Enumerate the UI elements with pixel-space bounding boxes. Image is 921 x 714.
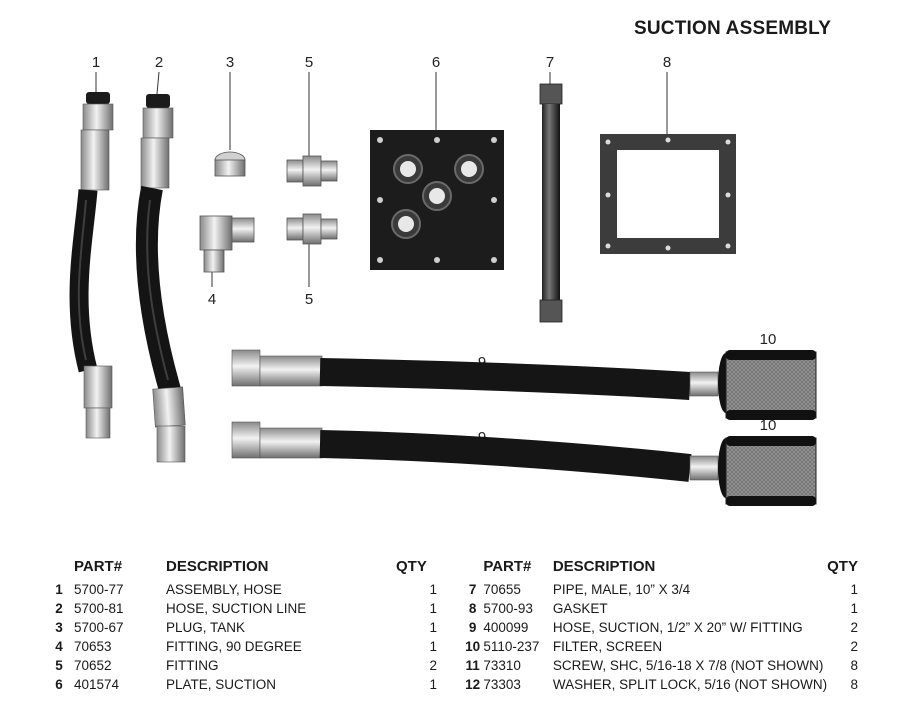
callout-2: 2	[155, 54, 163, 71]
part-number: 5700-93	[483, 601, 533, 616]
suction-hose-part-9-top	[231, 349, 719, 400]
part-description: PLUG, TANK	[166, 620, 246, 635]
item-number: 12	[465, 677, 481, 692]
fitting-part-5-bottom	[286, 213, 338, 245]
header-description: DESCRIPTION	[552, 557, 656, 575]
item-number: 1	[55, 582, 63, 597]
table-row: 2 5700-81 HOSE, SUCTION LINE 1	[44, 599, 437, 618]
item-number: 10	[465, 639, 481, 654]
fitting-90-degree-part-4	[199, 215, 255, 273]
screen-filter-part-10-top	[718, 350, 817, 420]
table-row: 8 5700-93 GASKET 1	[462, 599, 858, 618]
parts-table-left: PART# DESCRIPTION QTY 1 5700-77 ASSEMBLY…	[44, 556, 437, 694]
header-part: PART#	[74, 557, 123, 575]
part-qty: 1	[429, 677, 437, 692]
part-qty: 2	[850, 620, 858, 635]
part-qty: 8	[850, 658, 858, 673]
part-description: FITTING, 90 DEGREE	[166, 639, 302, 654]
callout-5-bottom: 5	[305, 291, 313, 308]
page-title: SUCTION ASSEMBLY	[634, 18, 832, 39]
callout-10-bottom: 10	[760, 417, 777, 434]
part-number: 73303	[483, 677, 521, 692]
part-description: WASHER, SPLIT LOCK, 5/16 (NOT SHOWN)	[552, 677, 828, 692]
callout-4: 4	[208, 291, 216, 308]
part-description: GASKET	[552, 601, 608, 616]
part-number: 70652	[74, 658, 112, 673]
part-description: PLATE, SUCTION	[166, 677, 277, 692]
part-qty: 1	[429, 639, 437, 654]
item-number: 11	[465, 658, 480, 673]
part-qty: 2	[429, 658, 437, 673]
table-row: 7 70655 PIPE, MALE, 10” X 3/4 1	[462, 580, 858, 599]
gasket-part-8	[600, 134, 736, 254]
part-number: 5700-77	[74, 582, 124, 597]
table-row: 9 400099 HOSE, SUCTION, 1/2” X 20” W/ FI…	[462, 618, 858, 637]
callout-8: 8	[663, 54, 671, 71]
item-number: 8	[468, 601, 477, 616]
part-number: 5110-237	[483, 639, 540, 654]
part-description: HOSE, SUCTION LINE	[166, 601, 307, 616]
callout-5-top: 5	[305, 54, 313, 71]
fitting-part-5-top	[286, 155, 338, 187]
header-part: PART#	[483, 557, 532, 575]
callout-10-top: 10	[760, 331, 777, 348]
part-qty: 1	[850, 582, 858, 597]
part-qty: 1	[850, 601, 858, 616]
parts-diagram: 1 2 3 5 6 7 8 4 5 9 10 9 10	[69, 54, 817, 506]
part-description: FILTER, SCREEN	[552, 639, 663, 654]
header-qty: QTY	[396, 557, 427, 575]
item-number: 5	[55, 658, 63, 673]
part-number: 401574	[74, 677, 120, 692]
part-qty: 8	[850, 677, 858, 692]
table-row: 3 5700-67 PLUG, TANK 1	[44, 618, 437, 637]
parts-table-right: PART# DESCRIPTION QTY 7 70655 PIPE, MALE…	[462, 556, 858, 694]
part-number: 70655	[483, 582, 521, 597]
part-description: PIPE, MALE, 10” X 3/4	[552, 582, 691, 597]
callout-3: 3	[226, 54, 234, 71]
table-row: 4 70653 FITTING, 90 DEGREE 1	[44, 637, 437, 656]
callout-6: 6	[432, 54, 440, 71]
part-description: SCREW, SHC, 5/16-18 X 7/8 (NOT SHOWN)	[552, 658, 824, 673]
part-number: 5700-81	[74, 601, 124, 616]
male-pipe-part-7	[539, 83, 563, 323]
part-qty: 2	[850, 639, 858, 654]
item-number: 9	[468, 620, 477, 635]
part-description: FITTING	[166, 658, 219, 673]
callout-1: 1	[92, 54, 100, 71]
part-qty: 1	[429, 620, 437, 635]
callout-labels: 1 2 3 5 6 7 8 4 5 9 10 9 10	[92, 54, 777, 446]
suction-hose-part-9-bottom	[231, 421, 719, 482]
item-number: 3	[55, 620, 63, 635]
screen-filter-part-10-bottom	[718, 436, 817, 506]
part-qty: 1	[429, 582, 437, 597]
tank-plug-part-3	[214, 151, 246, 177]
suction-line-hose-part-2	[135, 94, 186, 463]
part-number: 70653	[74, 639, 112, 654]
suction-plate-part-6	[370, 130, 504, 270]
part-number: 5700-67	[74, 620, 124, 635]
item-number: 2	[55, 601, 63, 616]
item-number: 7	[468, 582, 477, 597]
item-number: 4	[55, 639, 63, 654]
part-qty: 1	[429, 601, 437, 616]
part-number: 400099	[483, 620, 529, 635]
table-row: 1 5700-77 ASSEMBLY, HOSE 1	[44, 580, 437, 599]
table-row: 6 401574 PLATE, SUCTION 1	[44, 675, 437, 694]
header-number	[462, 556, 483, 580]
table-row: 10 5110-237 FILTER, SCREEN 2	[462, 637, 858, 656]
callout-7: 7	[546, 54, 554, 71]
part-description: ASSEMBLY, HOSE	[166, 582, 282, 597]
header-qty: QTY	[827, 557, 858, 575]
hose-assembly-part-1	[69, 92, 114, 439]
table-row: 11 73310 SCREW, SHC, 5/16-18 X 7/8 (NOT …	[462, 656, 858, 675]
table-row: 12 73303 WASHER, SPLIT LOCK, 5/16 (NOT S…	[462, 675, 858, 694]
part-number: 73310	[483, 658, 521, 673]
table-row: 5 70652 FITTING 2	[44, 656, 437, 675]
item-number: 6	[55, 677, 63, 692]
part-description: HOSE, SUCTION, 1/2” X 20” W/ FITTING	[552, 620, 803, 635]
header-description: DESCRIPTION	[166, 557, 269, 575]
header-number	[44, 556, 74, 580]
